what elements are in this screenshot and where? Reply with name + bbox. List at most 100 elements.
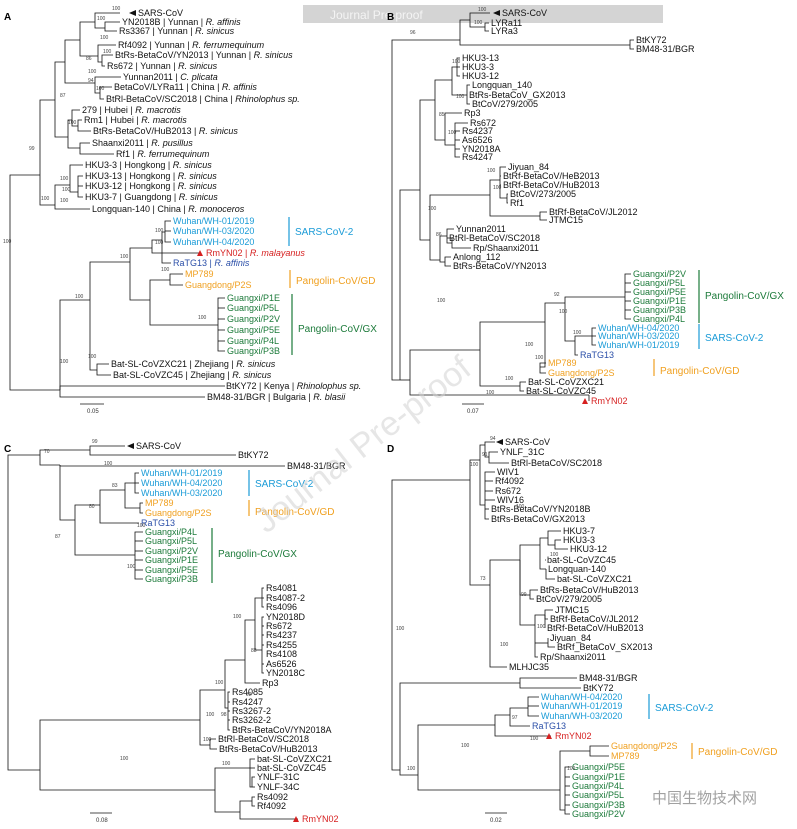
tip-label-b: BtRs-BetaCoV_GX2013 [469,90,566,100]
tip-label-c: Wuhan/WH-04/2020 [141,478,222,488]
tip-label-d: BtRf_BetaCoV_SX2013 [557,642,653,652]
tip-label-b: Wuhan/WH-04/2020 [598,323,679,333]
tip-label-d: WIV1 [497,467,519,477]
clade-label: Pangolin-CoV/GX [705,291,784,302]
bootstrap-value: 100 [537,624,546,630]
tip-label-d: BtRs-BetaCoV/GX2013 [491,514,585,524]
tip-label-c: Rs4092 [257,792,288,802]
bootstrap-value: 100 [75,294,84,300]
bootstrap-value: 100 [470,462,479,468]
scale-bar-b: 0.07 [462,403,484,415]
bootstrap-value: 100 [137,523,146,529]
bootstrap-value: 80 [89,504,95,510]
clade-triangle-icon [582,398,588,404]
bootstrap-value: 100 [456,94,465,100]
tip-label-d: YNLF_31C [500,447,545,457]
svg-text:0.05: 0.05 [87,409,99,415]
tip-label-b: Guangxi/P4L [633,314,685,324]
tip-label-d: Guangxi/P1E [572,772,625,782]
tip-label-b: RmYN02 [591,396,628,406]
bootstrap-value: 94 [490,436,496,442]
panel-letter-d: D [387,444,394,455]
tip-label-c: Wuhan/WH-03/2020 [141,488,222,498]
corner-logo-text: 中国生物技术网 [652,790,757,807]
bootstrap-value: 100 [41,196,50,202]
tip-label-a: BtRl-BetaCoV/SC2018 | China | Rhinolophu… [106,94,300,104]
tip-label-c: Guangxi/P5E [145,565,198,575]
tip-label-b: Yunnan2011 [456,224,506,234]
tip-label-d: bat-SL-CoVZXC21 [557,574,632,584]
clade-label: SARS-CoV-2 [255,479,314,490]
tip-label-d: BtKY72 [583,683,614,693]
tip-label-d: HKU3-12 [570,544,607,554]
tip-label-c: Rs4096 [266,602,297,612]
tip-label-c: SARS-CoV [136,441,181,451]
bootstrap-value: 100 [428,206,437,212]
tip-label-d: Guangxi/P4L [572,781,624,791]
bootstrap-value: 100 [452,59,461,65]
tip-label-a: BtKY72 | Kenya | Rhinolophus sp. [226,381,361,391]
bootstrap-value: 100 [550,552,559,558]
tip-label-c: Rs4255 [266,640,297,650]
tip-label-b: Rs4237 [462,126,493,136]
tip-label-d: JTMC15 [555,605,589,615]
tip-label-a: Wuhan/WH-01/2019 [173,216,254,226]
panel-letter-c: C [4,444,11,455]
tip-label-b: Longquan_140 [472,80,532,90]
tip-label-b: Rf1 [510,198,524,208]
tip-label-a: Guangxi/P4L [227,336,279,346]
tip-label-c: RmYN02 [302,814,339,824]
tip-label-b: RaTG13 [580,350,614,360]
tip-label-d: MLHJC35 [509,662,549,672]
tip-label-c: bat-SL-CoVZC45 [257,763,326,773]
bootstrap-value: 85 [439,112,445,118]
bootstrap-value: 100 [3,239,12,245]
bootstrap-value: 99 [521,592,527,598]
bootstrap-value: 100 [88,354,97,360]
tip-label-c: Rs4237 [266,630,297,640]
clade-label: Pangolin-CoV/GD [296,276,375,287]
tip-label-b: LYRa3 [491,26,518,36]
clade-label: SARS-CoV-2 [705,333,764,344]
tip-label-b: LYRa11 [491,18,522,28]
tip-label-a: MP789 [185,269,214,279]
tip-label-b: HKU3-12 [462,71,499,81]
tip-label-d: SARS-CoV [505,437,550,447]
clade-triangle-icon [493,10,500,16]
bootstrap-value: 100 [60,198,69,204]
tip-label-d: Jiyuan_84 [550,633,591,643]
tip-label-c: YN2018D [266,612,306,622]
bootstrap-value: 100 [88,69,97,75]
bootstrap-value: 100 [198,315,207,321]
bootstrap-value: 97 [512,715,518,721]
tip-label-d: WIV16 [497,495,524,505]
tip-label-b: MP789 [548,358,577,368]
svg-text:0.02: 0.02 [490,818,502,824]
bootstrap-value: 100 [104,461,113,467]
tip-label-a: 279 | Hubei | R. macrotis [82,105,181,115]
tip-label-d: Rp/Shaanxi2011 [540,652,606,662]
tip-label-c: Guangxi/P5L [145,536,197,546]
tip-label-a: Guangxi/P5E [227,325,280,335]
tip-label-d: Wuhan/WH-01/2019 [541,701,622,711]
clade-triangle-icon [127,443,134,449]
bootstrap-value: 100 [500,642,509,648]
tip-label-a: YN2018B | Yunnan | R. affinis [122,17,241,27]
tip-label-b: As6526 [462,135,493,145]
tip-label-c: Rp3 [262,678,279,688]
tip-label-b: Wuhan/WH-03/2020 [598,331,679,341]
clade-label: SARS-CoV-2 [295,227,354,238]
tip-label-c: Rs4087-2 [266,593,305,603]
tip-label-a: HKU3-7 | Guangdong | R. sinicus [85,192,218,202]
bootstrap-values: 1001001001008610094100871009910010010010… [3,6,582,772]
tip-label-b: BtRf-BetaCoV/HuB2013 [503,180,600,190]
tip-label-a: Longquan-140 | China | R. monoceros [92,204,245,214]
tip-label-b: Jiyuan_84 [508,162,549,172]
bootstrap-value: 100 [573,330,582,336]
tip-label-a: Rs672 | Yunnan | R. sinicus [107,61,218,71]
tree-branches-c [7,445,298,820]
tip-label-c: YNLF-31C [257,772,300,782]
tip-label-d: HKU3-7 [563,526,595,536]
clade-triangle-icon [496,439,503,445]
